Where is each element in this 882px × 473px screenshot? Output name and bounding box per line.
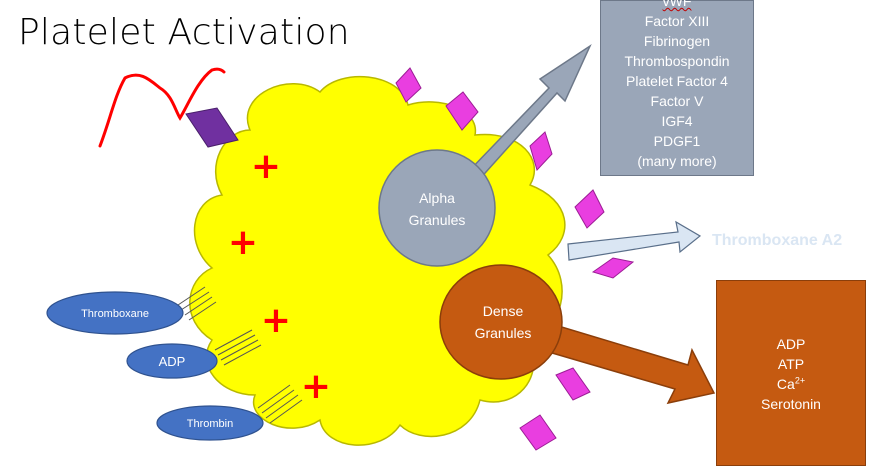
page-title: Platelet Activation [18,12,350,53]
receptor [519,414,557,451]
agonist-adp: ADP [126,343,218,379]
agonist-thromboxane: Thromboxane [46,291,184,335]
dense-label-line1: Dense [483,303,524,319]
svg-text:Thrombin: Thrombin [187,418,233,430]
alpha-content-item: Factor V [650,93,704,109]
alpha-content-item: PDGF1 [653,133,701,149]
plus-sign: + [251,146,281,187]
calcium-charge: 2+ [794,375,806,386]
dense-label-line2: Granules [475,325,532,341]
alpha-contents-box: vWF Factor XIII Fibrinogen Thrombospondi… [600,0,754,176]
plus-sign: + [301,366,331,407]
charge-markers: + + + + [228,146,331,407]
dense-content-item: ADP [776,336,806,352]
alpha-content-item: Fibrinogen [643,33,711,49]
plus-sign: + [228,222,258,263]
alpha-content-item: (many more) [637,153,717,169]
thromboxane-release-arrow [567,220,702,261]
thromboxane-a2-label: Thromboxane A2 [712,232,843,249]
alpha-content-item: vWF [662,0,692,9]
receptors [185,67,635,451]
receptor [445,91,479,131]
alpha-content-item: Factor XIII [644,13,710,29]
dense-content-item: Ca2+ [717,374,865,394]
receptor [574,189,605,229]
calcium-label: Ca [776,376,795,392]
svg-text:ADP: ADP [159,354,186,369]
dense-content-item: ATP [777,356,805,372]
dense-content-item: Serotonin [761,396,821,412]
receptor [529,131,553,171]
dense-release-arrow [534,321,716,405]
vwf-strand [98,67,226,148]
agonist-binding-lines [177,286,303,424]
dense-granules: Dense Granules [439,264,563,380]
alpha-content-item: Platelet Factor 4 [626,73,728,89]
agonist-thrombin: Thrombin [156,405,264,441]
plus-sign: + [261,300,291,341]
dense-contents-box: ADP ATP Ca2+ Serotonin [716,280,866,466]
receptor [185,107,239,148]
alpha-content-item: Thrombospondin [624,53,730,69]
alpha-label-line1: Alpha [419,190,455,206]
alpha-granules: Alpha Granules [378,149,496,267]
alpha-label-line2: Granules [409,212,466,228]
alpha-content-item: IGF4 [661,113,693,129]
receptor [591,257,635,279]
receptor [555,367,591,401]
receptor [395,67,422,103]
alpha-release-arrow [466,43,592,184]
svg-text:Thromboxane: Thromboxane [81,308,149,320]
